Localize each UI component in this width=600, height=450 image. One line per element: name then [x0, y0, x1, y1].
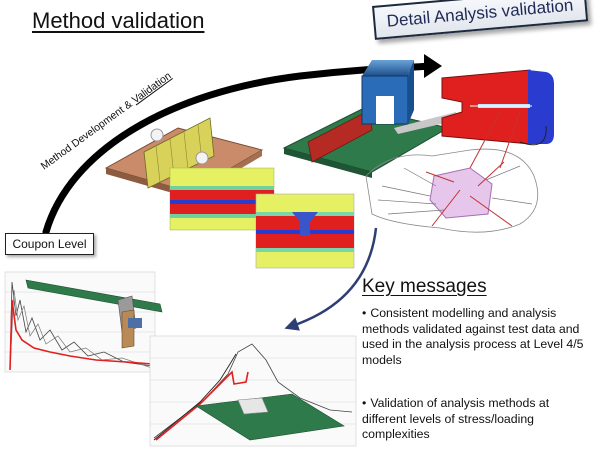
test-data-chart-1	[4, 271, 163, 373]
curved-arrow	[284, 227, 378, 331]
detail-fe-model	[441, 69, 554, 146]
subcomponent-model	[282, 60, 458, 178]
test-data-chart-2	[149, 335, 357, 447]
coupon-level-box: Coupon Level	[5, 233, 94, 255]
coupon-level-label: Coupon Level	[12, 237, 87, 251]
key-messages-heading: Key messages	[362, 276, 487, 297]
arc-label-part2: Validation	[130, 70, 174, 106]
page-title: Method validation	[32, 8, 205, 33]
key-message-bullet-1: Consistent modelling and analysis method…	[362, 306, 594, 368]
contour-plot-2	[255, 193, 355, 269]
progress-arc-arrowhead	[424, 54, 442, 78]
joint-mesh-detail	[365, 111, 539, 233]
key-message-bullet-2: Validation of analysis methods at differ…	[362, 396, 594, 443]
